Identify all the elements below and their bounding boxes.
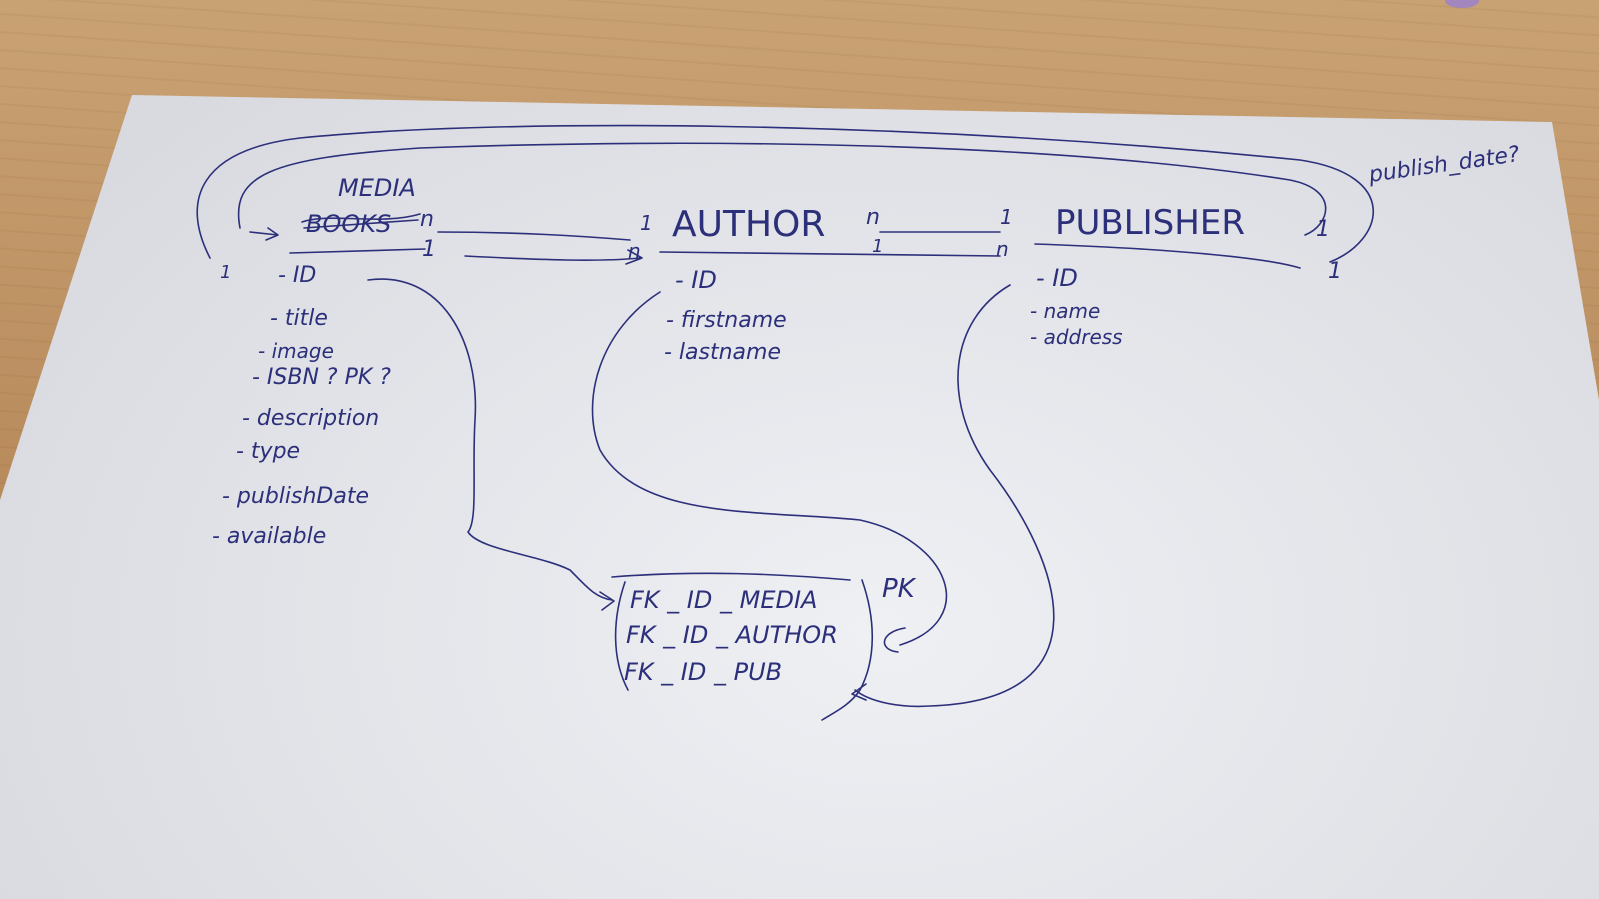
publisher-attr-address: - address <box>1030 325 1123 349</box>
media-attr-description: - description <box>242 406 379 431</box>
junction-right-brace <box>821 579 874 721</box>
media-author-line-top <box>437 231 631 241</box>
publisher-junction-curve <box>854 284 1055 708</box>
media-underline <box>289 248 426 254</box>
media-card-right-1: 1 <box>422 237 436 262</box>
media-attr-id: - ID <box>278 263 316 288</box>
junction-fk-pub: FK _ ID _ PUB <box>624 658 782 686</box>
author-card-left-1: 1 <box>640 211 653 235</box>
media-junction-curve <box>367 278 615 611</box>
media-attr-title: - title <box>270 306 328 331</box>
publisher-underline <box>1034 243 1301 269</box>
author-junction-arrow <box>883 627 906 653</box>
media-attr-isbn: - ISBN ? PK ? <box>252 365 391 390</box>
author-junction-curve <box>591 291 948 646</box>
media-attr-type: - type <box>236 439 300 464</box>
author-attr-id: - ID <box>675 266 717 294</box>
publisher-card-left-n: n <box>996 237 1009 261</box>
junction-pk-label: PK <box>882 574 917 604</box>
author-title: AUTHOR <box>672 204 825 245</box>
publisher-card-left-1: 1 <box>1000 205 1013 229</box>
pen-cap <box>1445 0 1479 8</box>
media-publisher-inner-line <box>237 142 1327 236</box>
junction-top-line <box>611 572 851 581</box>
media-attr-available: - available <box>212 524 326 549</box>
author-attr-firstname: - firstname <box>666 308 787 333</box>
publisher-title: PUBLISHER <box>1055 203 1245 243</box>
media-attributes: - ID - title - image - ISBN ? PK ? - des… <box>212 263 391 549</box>
author-card-right-n: n <box>866 205 880 230</box>
publisher-attr-id: - ID <box>1036 264 1078 292</box>
author-card-left-n: n <box>628 239 641 263</box>
author-card-right-1: 1 <box>872 236 883 257</box>
media-attr-publishdate: - publishDate <box>222 484 369 509</box>
junction-fk-media: FK _ ID _ MEDIA <box>630 586 817 614</box>
publisher-card-right-1a: 1 <box>1316 217 1330 242</box>
author-attributes: - ID - firstname - lastname <box>664 266 787 365</box>
media-attr-image: - image <box>258 339 334 363</box>
publisher-card-right-1b: 1 <box>1328 259 1342 284</box>
media-publisher-outer-line <box>196 124 1374 263</box>
media-arrow-left <box>249 227 279 241</box>
media-struck-label: BOOKS <box>306 210 391 238</box>
media-author-line-bottom <box>464 249 643 265</box>
junction-left-brace <box>614 581 629 691</box>
media-card-right-n: n <box>420 207 434 232</box>
junction-table: PK FK _ ID _ MEDIA FK _ ID _ AUTHOR FK _… <box>611 572 917 721</box>
publisher-attr-name: - name <box>1030 299 1100 323</box>
author-attr-lastname: - lastname <box>664 340 781 365</box>
media-card-left-1: 1 <box>220 262 231 283</box>
media-title: MEDIA <box>338 174 416 202</box>
publish-date-note: publish_date? <box>1366 142 1521 188</box>
publisher-attributes: - ID - name - address <box>1030 264 1123 349</box>
media-strike-through <box>301 213 421 229</box>
author-underline <box>659 251 1001 257</box>
junction-fk-author: FK _ ID _ AUTHOR <box>626 621 838 649</box>
